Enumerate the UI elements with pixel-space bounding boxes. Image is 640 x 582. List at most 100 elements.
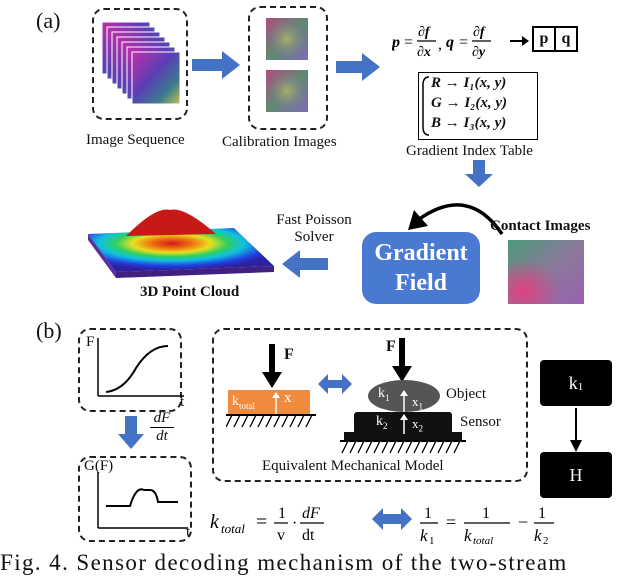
panel-b-label: (b) [36,318,62,343]
double-arrow-icon [372,508,412,530]
svg-text:=: = [404,34,413,51]
x1-x: x [412,394,419,409]
k1-formula: 1 k 1 = 1 k total − 1 k 2 [420,505,554,546]
k-total-k: k [232,394,239,409]
gradient-field-line2: Field [395,270,447,296]
derivative-numerator: dF [150,410,174,428]
svg-text:p: p [392,34,400,51]
x2-label: x2 [412,416,423,434]
k-total-label: ktotal [232,394,255,411]
gf-curve-plot [97,472,188,529]
plot1-y-label: F [86,334,95,350]
svg-text:1: 1 [482,505,490,522]
k1-sub: 1 [385,392,390,403]
svg-text:=: = [256,511,267,533]
gradient-index-caption: Gradient Index Table [406,143,533,159]
k2-k: k [376,414,383,429]
k2-sub: 2 [383,420,388,431]
model-caption: Equivalent Mechanical Model [262,458,444,474]
sensor-base [344,432,462,440]
gradient-field-line1: Gradient [374,240,468,266]
arrow-right-icon [192,51,240,79]
k2-label: k2 [376,414,388,431]
svg-text:−: − [518,512,528,532]
object-label: Object [446,386,486,402]
fast-poisson-label: Fast Poisson Solver [264,212,364,246]
mapping-r: R → I₁(x, y) [431,75,507,91]
k1-label: k1 [378,386,390,403]
sensor-label: Sensor [460,414,501,430]
derivative-denominator: dt [156,428,168,444]
force-label-right: F [386,338,396,355]
gradient-field-box: Gradient Field [362,232,480,304]
double-arrow-icon [318,374,352,394]
contact-images-caption: Contact Images [490,218,591,234]
point-cloud-3d [88,209,274,278]
calibration-images [266,18,308,112]
point-cloud-caption: 3D Point Cloud [140,284,240,300]
svg-text:=: = [446,512,456,532]
arrow-right-icon [336,53,380,81]
force-arrow-icon [392,338,412,382]
calibration-caption: Calibration Images [222,134,337,150]
force-plot-box [78,328,182,412]
k1-box-k: k [568,372,578,393]
plot1-x-label: t [180,394,185,410]
svg-text:∂x: ∂x [417,45,431,60]
svg-text:q: q [446,34,454,51]
svg-text:=: = [459,34,468,51]
k1-k: k [378,386,385,401]
k-total-block [228,390,310,414]
ground-hatch [340,440,466,454]
panel-a-label: (a) [36,8,61,33]
force-arrow-icon [262,344,282,388]
displacement-arrow-icon [272,392,280,414]
gradient-formula: p = ∂f ∂x , q = ∂f ∂y [390,22,512,62]
svg-text:k: k [420,526,428,545]
k-total-sub: total [239,400,255,411]
arrow-left-icon [282,250,328,278]
x1-sub: 1 [418,401,424,412]
k1-box-sub: 1 [577,381,584,393]
displacement-arrow-icon [400,390,408,412]
displacement-arrow-icon [400,414,408,434]
svg-text:2: 2 [543,535,549,546]
mechanical-model-box [212,328,528,482]
fast-poisson-line2: Solver [294,229,334,245]
fast-poisson-line1: Fast Poisson [276,212,352,228]
gf-plot-box [78,456,192,542]
mapping-b: B → I₃(x, y) [431,115,507,131]
gradient-index-table: R → I₁(x, y) G → I₂(x, y) B → I₃(x, y) [418,72,538,140]
derivative-label: dF dt [150,410,174,445]
arrow-down-icon [570,408,582,452]
contact-image [508,240,584,304]
x-label: x [284,390,292,406]
svg-text:1: 1 [538,505,546,522]
svg-text:∂y: ∂y [472,45,486,60]
force-curve-plot [97,338,184,397]
arrow-down-icon [118,416,144,449]
arrow-down-icon [465,160,493,187]
svg-text:dF: dF [302,505,320,522]
svg-text:1: 1 [424,505,432,522]
arrow-right-icon [510,36,529,46]
svg-text:dt: dt [302,527,315,544]
plot2-y-label: G(F) [84,458,114,474]
svg-text:v: v [277,527,285,544]
pq-box: p q [532,26,578,52]
svg-text:·: · [292,515,297,532]
calibration-box [248,6,328,130]
svg-text:1: 1 [429,535,435,546]
image-sequence-stack [101,21,182,112]
plot2-x-label: t [186,524,191,540]
pq-box-q: q [561,30,571,47]
x2-sub: 2 [418,423,424,434]
h-box: H [540,452,612,498]
svg-text:total: total [221,521,245,536]
svg-text:total: total [473,535,493,546]
svg-text:∂f: ∂f [473,25,486,40]
x2-x: x [412,416,419,431]
svg-text:k: k [464,526,472,545]
mapping-g: G → I₂(x, y) [431,95,508,111]
